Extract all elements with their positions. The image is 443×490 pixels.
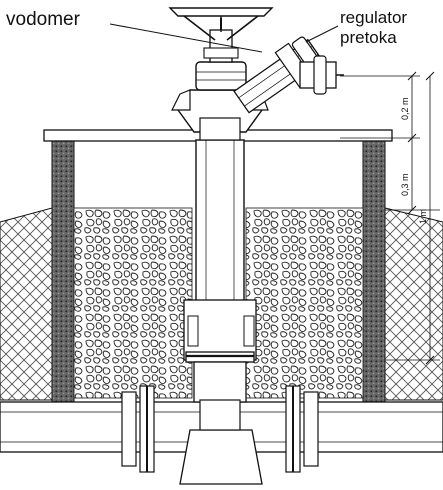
gravel-fill-right [245, 207, 364, 399]
handwheel [168, 7, 274, 41]
dim-label-middle: 0,3 m [400, 173, 410, 196]
label-regulator-line2: pretoka [340, 28, 397, 47]
label-regulator-line1: regulator [340, 8, 408, 27]
dim-label-upper: 0,2 m [400, 97, 410, 120]
pipe-flange-left [121, 385, 155, 473]
base-block [179, 429, 263, 485]
hydrant-head [171, 18, 269, 141]
outlet-coupling [299, 55, 344, 95]
regulator-leader [305, 25, 339, 43]
soil-left [0, 207, 53, 401]
gravel-fill-left [73, 207, 193, 399]
dimension-lines [340, 71, 440, 365]
label-vodomer: vodomer [6, 9, 80, 30]
standpipe [183, 139, 257, 431]
pipe-flange-right [285, 385, 319, 473]
soil-right [384, 207, 443, 401]
pit-wall-left [51, 139, 75, 403]
pit-wall-right [362, 139, 386, 403]
vodomer-leader [109, 23, 263, 53]
dim-label-total: 1 m [418, 209, 428, 224]
